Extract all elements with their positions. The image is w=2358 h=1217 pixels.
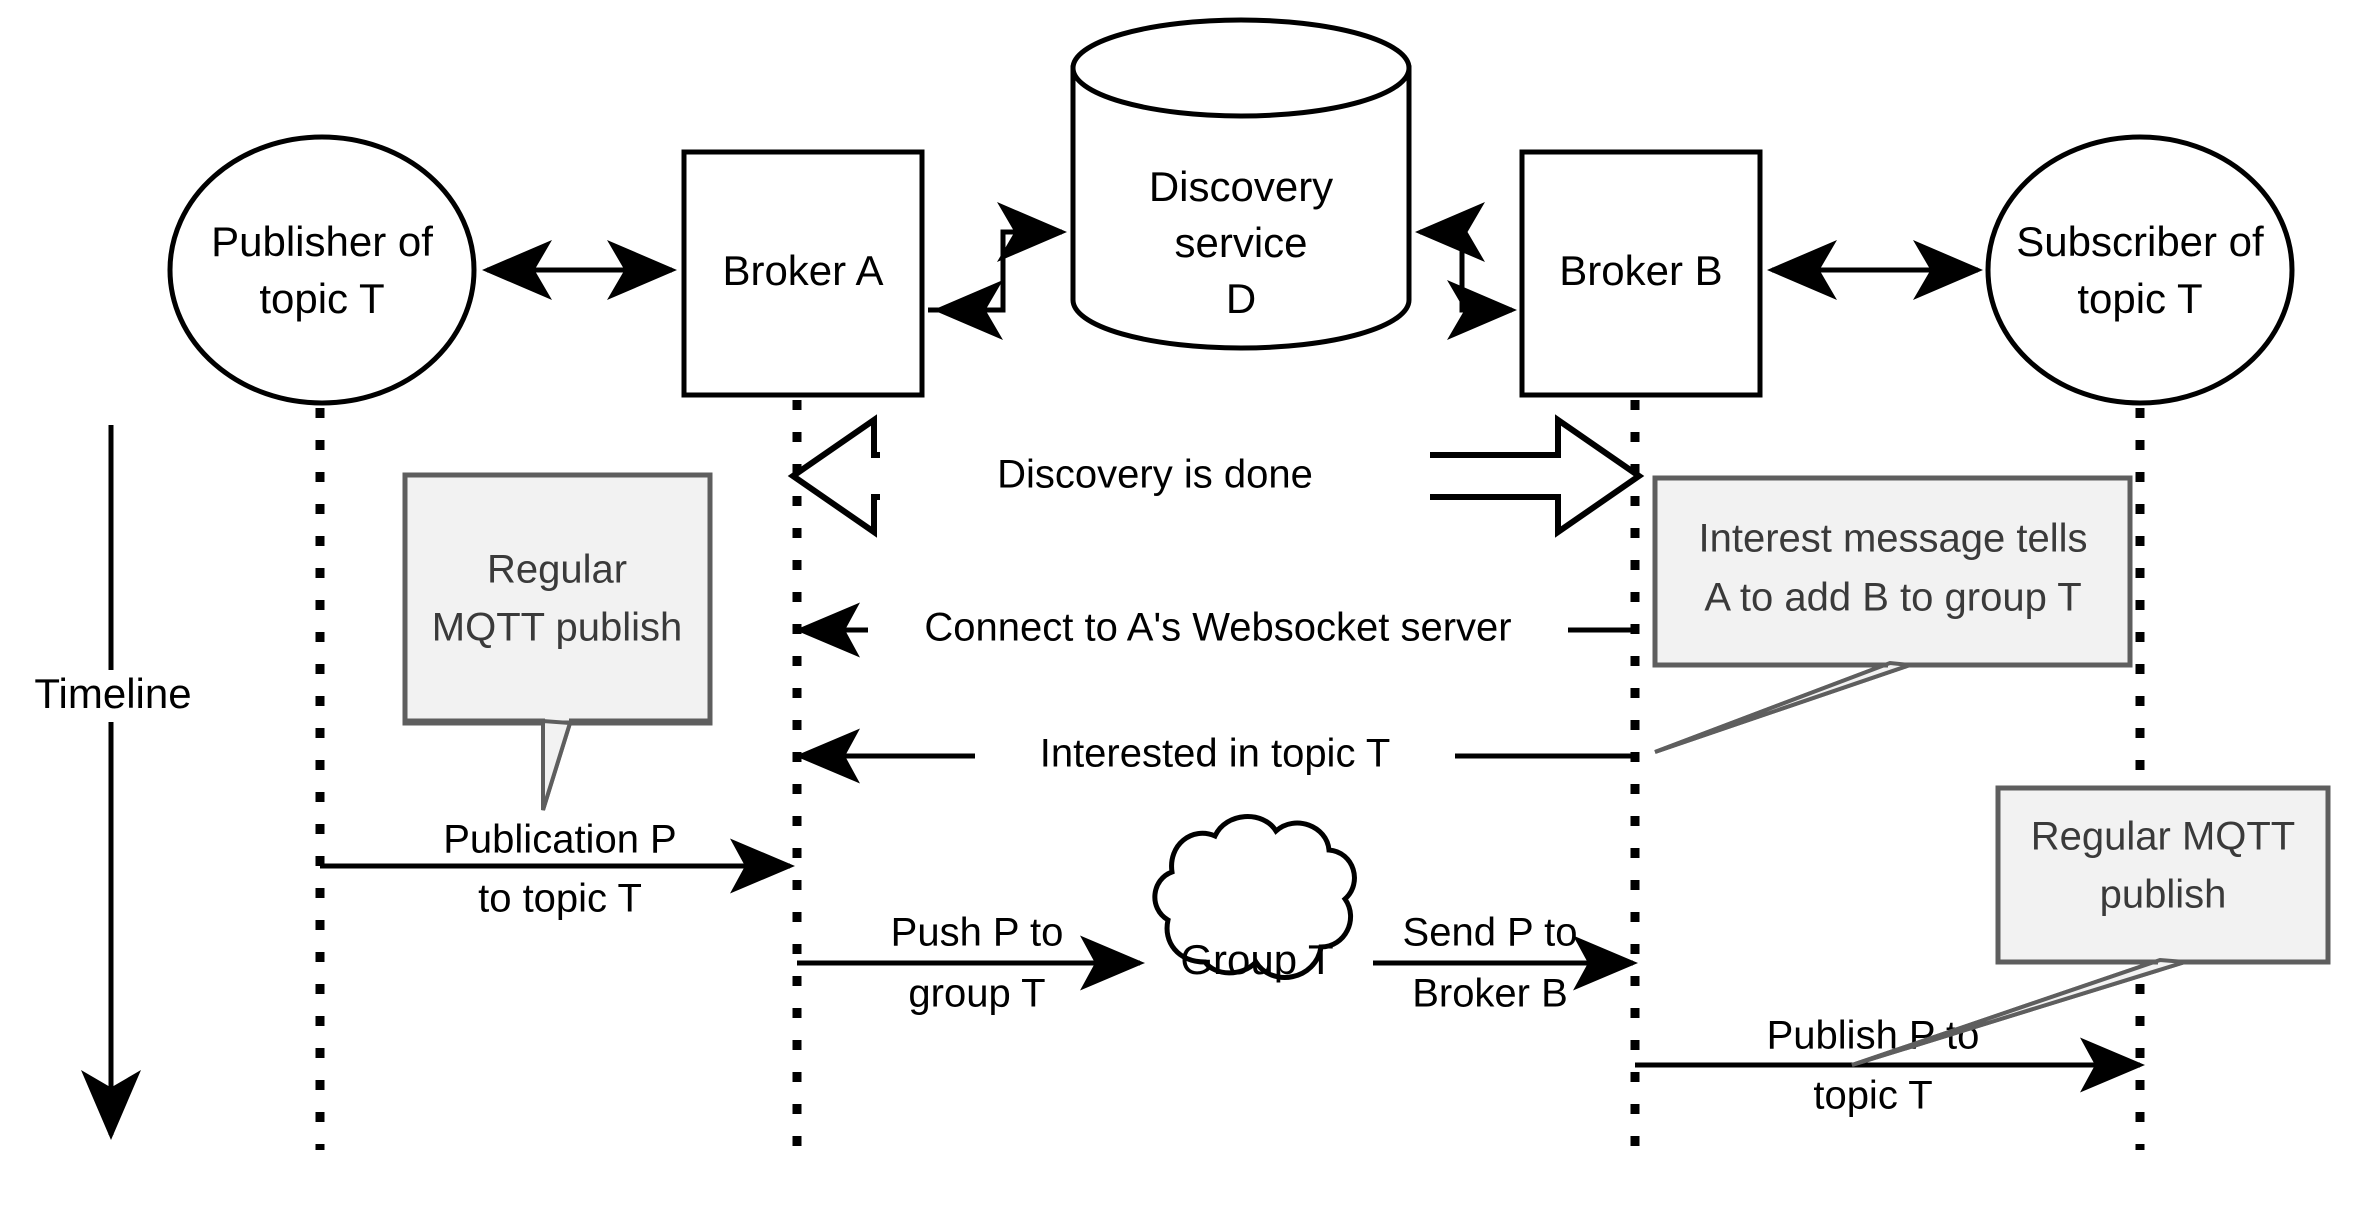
callout-right-tail-overlay <box>1851 957 2186 1067</box>
group-t-cloud-shape <box>1152 814 1357 980</box>
callout-interest-line2: A to add B to group T <box>1704 576 2081 620</box>
discovery-label-line1: Discovery <box>1149 163 1333 210</box>
timeline-label-backing <box>20 670 210 722</box>
message-connect-websocket-label: Connect to A's Websocket server <box>924 606 1511 650</box>
message-publish-p-label-line2: topic T <box>1813 1074 1932 1118</box>
callout-left-box <box>402 472 713 726</box>
node-publisher[interactable]: Publisher of topic T <box>167 134 477 406</box>
discovery-label-line2: service <box>1174 219 1307 266</box>
publisher-label-line2: topic T <box>259 275 384 322</box>
top-connectors-group <box>482 202 1983 340</box>
node-broker-b[interactable]: Broker B <box>1519 149 1763 398</box>
callout-interest-line1: Interest message tells <box>1698 517 2087 561</box>
message-publication-p-label-line1: Publication P <box>443 818 676 862</box>
message-send-p-label-line1: Send P to <box>1403 911 1578 955</box>
callout-left-tail-mask <box>541 718 573 811</box>
message-push-p-label-line1: Push P to <box>891 911 1064 955</box>
group-t-label: Group T <box>1180 936 1333 983</box>
callout-interest-message[interactable]: Interest message tells A to add B to gro… <box>1652 475 2133 754</box>
discovery-cylinder-top <box>1070 17 1412 119</box>
message-push-p-label-line2: group T <box>908 972 1045 1016</box>
subscriber-label-line2: topic T <box>2077 275 2202 322</box>
node-discovery-service[interactable]: Discovery service D <box>1070 17 1412 351</box>
connector-discovery-to-brokerb <box>1420 229 1517 340</box>
subscriber-label-line1: Subscriber of <box>2016 218 2264 265</box>
message-interested-in-topic[interactable]: Interested in topic T <box>795 728 1633 784</box>
subscriber-ellipse <box>1985 134 2295 406</box>
callout-regular-mqtt-publish-left[interactable]: Regular MQTT publish <box>402 472 713 811</box>
discovery-cylinder-body <box>1070 65 1412 351</box>
node-subscriber[interactable]: Subscriber of topic T <box>1985 134 2295 406</box>
discovery-label-line3: D <box>1226 275 1256 322</box>
broker-b-label: Broker B <box>1559 247 1722 294</box>
broker-a-rect <box>681 149 925 398</box>
callout-regular-mqtt-publish-right[interactable]: Regular MQTT publish <box>1851 785 2331 1067</box>
broker-b-rect <box>1519 149 1763 398</box>
message-connect-websocket[interactable]: Connect to A's Websocket server <box>795 602 1633 658</box>
message-send-p-label-line2: Broker B <box>1412 972 1568 1016</box>
broker-a-label: Broker A <box>722 247 883 294</box>
node-broker-a[interactable]: Broker A <box>681 149 925 398</box>
timeline-axis: Timeline <box>20 425 210 1140</box>
message-push-p[interactable]: Push P to group T <box>797 911 1145 1016</box>
callout-right-line2: publish <box>2100 873 2227 917</box>
message-publication-p[interactable]: Publication P to topic T <box>320 818 795 921</box>
callout-right-box <box>1995 785 2331 965</box>
publisher-ellipse <box>167 134 477 406</box>
block-arrow-label: Discovery is done <box>997 453 1313 497</box>
callout-interest-box <box>1652 475 2133 668</box>
callout-left-line1: Regular <box>487 548 627 592</box>
connector-brokera-to-discovery <box>928 202 1067 313</box>
message-connect-websocket-label-backing <box>868 605 1568 655</box>
timeline-label: Timeline <box>34 670 191 717</box>
callout-right-line1: Regular MQTT <box>2031 815 2296 859</box>
message-interested-label-backing <box>975 731 1455 781</box>
connector-discovery-to-brokera <box>933 229 1062 340</box>
message-interested-label: Interested in topic T <box>1040 732 1391 776</box>
node-group-t-cloud[interactable]: Group T <box>1152 814 1357 984</box>
message-publication-p-label-line2: to topic T <box>478 877 642 921</box>
connector-brokerb-to-discovery <box>1415 202 1510 313</box>
callout-left-line2: MQTT publish <box>432 606 682 650</box>
block-arrow-discovery-is-done[interactable]: Discovery is done <box>787 414 1645 538</box>
message-publish-p[interactable]: Publish P to topic T <box>1635 1014 2145 1118</box>
message-send-p[interactable]: Send P to Broker B <box>1373 911 1638 1016</box>
callout-interest-tail-overlay <box>1654 660 1911 754</box>
publisher-label-line1: Publisher of <box>211 218 433 265</box>
block-arrow-label-backing <box>880 450 1430 500</box>
